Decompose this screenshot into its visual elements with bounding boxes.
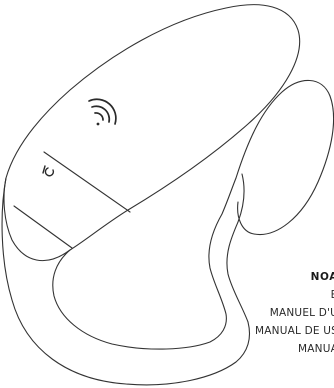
wireless-signal-icon: [88, 98, 117, 126]
device-arm-tip: [235, 79, 334, 236]
manual-title-line-1: B: [255, 286, 334, 304]
panel-divider-upper: [43, 151, 131, 213]
manual-title-line-4: MANUA: [298, 343, 334, 355]
panel-divider-lower: [13, 205, 73, 249]
manual-title-line-2: MANUEL D'U: [269, 307, 334, 319]
manual-title-line-3: MANUAL DE US: [255, 325, 334, 337]
device-lower-arm-outer: [1, 173, 251, 386]
device-main-body: [3, 4, 301, 262]
manual-cover-text: NOA B MANUEL D'U MANUAL DE US MANUA: [255, 268, 334, 358]
model-name: NOA: [310, 271, 334, 283]
power-button-icon: [42, 165, 55, 177]
device-lower-arm-inner: [52, 177, 237, 350]
